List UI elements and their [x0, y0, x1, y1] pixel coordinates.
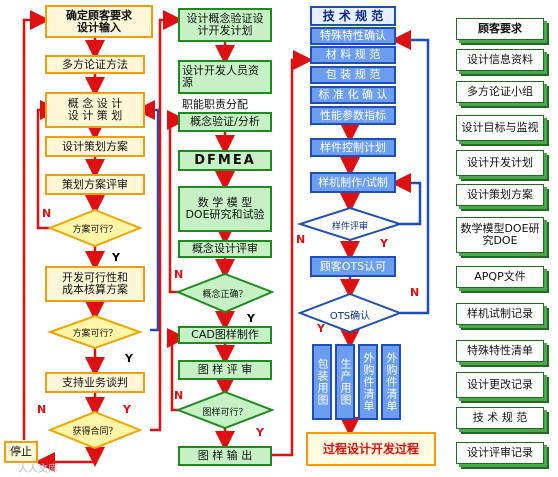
- plan-review-box: 策划方案评审: [45, 174, 145, 195]
- label-n: N: [37, 403, 47, 416]
- label-y: Y: [112, 251, 120, 264]
- bid-box: 支持业务谈判: [45, 372, 145, 393]
- spec-item-0: 特殊特性确认: [310, 27, 396, 45]
- duty-label: 职能职责分配: [182, 98, 248, 111]
- tech-spec-head: 技 术 规 范: [310, 6, 396, 26]
- label-y: Y: [317, 322, 325, 335]
- customer-ots-box: 顾客OTS认可: [310, 256, 396, 277]
- feasible-decision-2: 方案可行？: [72, 329, 118, 339]
- doc-7: APQP文件: [456, 266, 544, 288]
- math-model-box: 数 学 模 型 DOE研究和试验: [178, 186, 272, 232]
- label-y: Y: [125, 352, 133, 365]
- drawing-decision: 图样可行？: [202, 408, 248, 418]
- label-y: Y: [247, 312, 255, 325]
- multi-method-box: 多方论证方法: [45, 55, 145, 74]
- label-y: Y: [123, 403, 131, 416]
- sample-decision: 样件评审: [331, 222, 368, 232]
- label-n: N: [296, 233, 306, 246]
- concept-plan-box: 设计概念验证设 计开发计划: [178, 8, 272, 42]
- label-n: N: [42, 207, 52, 220]
- spec-item-2: 包 装 规 范: [310, 66, 396, 84]
- concept-verify-box: 概念验证/分析: [178, 112, 272, 132]
- doc-5: 设计策划方案: [456, 184, 544, 206]
- plan-box: 设计策划方案: [45, 136, 145, 157]
- concept-review-box: 概念设计评审: [178, 240, 272, 258]
- drawing-out-box: 图 样 输 出: [178, 446, 272, 466]
- doc-9: 特殊特性清单: [456, 340, 544, 362]
- dfmea-box: DFMEA: [178, 150, 272, 171]
- output-purchase-1: 外购件清单: [358, 344, 378, 420]
- concept-decision: 概念正确？: [202, 290, 248, 300]
- sample-plan-box: 样件控制计划: [310, 138, 396, 157]
- output-production: 生产用图: [335, 344, 355, 420]
- concept-design-box: 概 念 设 计 设 计 策 划: [45, 92, 145, 128]
- design-input-box: 确定顾客要求 设计输入: [45, 5, 153, 38]
- output-purchase-2: 外购件清单: [381, 344, 401, 420]
- sample-make-box: 样机制作/试制: [310, 172, 396, 193]
- process-design-box: 过程设计开发过程: [306, 432, 436, 466]
- stop-box: 停止: [4, 441, 38, 463]
- doc-12: 设计评审记录: [456, 442, 544, 464]
- label-n: N: [174, 389, 184, 402]
- feasibility-box: 开发可行性和 成本核算方案: [45, 266, 145, 302]
- label-n: N: [410, 286, 420, 299]
- label-y: Y: [380, 237, 388, 250]
- output-packing: 包装用图: [312, 344, 332, 420]
- cad-box: CAD图样制作: [178, 326, 272, 344]
- spec-item-1: 材 料 规 范: [310, 46, 396, 64]
- feasible-decision-1: 方案可行？: [72, 225, 118, 235]
- watermark: 人人文库: [18, 464, 58, 475]
- doc-3: 设计目标与监视: [456, 115, 544, 141]
- spec-item-4: 性能参数指标: [310, 106, 396, 125]
- doc-0: 顾客要求: [456, 18, 544, 40]
- drawing-review-box: 图 样 评 审: [178, 360, 272, 380]
- doc-6: 数学模型DOE研究DOE: [456, 217, 544, 253]
- spec-item-3: 标 准 化 确 认: [310, 86, 396, 104]
- doc-2: 多方论证小组: [456, 81, 544, 103]
- doc-4: 设计开发计划: [456, 150, 544, 176]
- contract-decision: 获得合同？: [72, 427, 118, 437]
- ots-decision: OTS确认: [329, 311, 371, 322]
- doc-10: 设计更改记录: [456, 372, 544, 398]
- doc-8: 样机试制记录: [456, 303, 544, 325]
- label-n: N: [174, 268, 184, 281]
- doc-11: 技 术 规 范: [456, 407, 544, 429]
- label-y: Y: [256, 426, 264, 439]
- doc-1: 设计信息资料: [456, 49, 544, 71]
- staff-box: 设计开发人员资 源: [178, 60, 272, 94]
